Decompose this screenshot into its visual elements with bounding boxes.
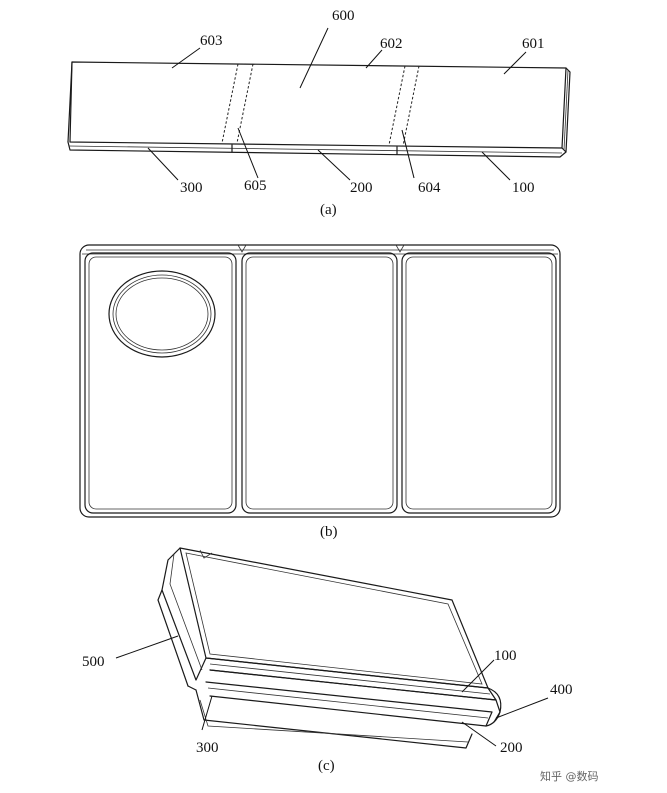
caption-a: (a): [320, 202, 337, 218]
label-200: 200: [350, 180, 373, 196]
label-100: 100: [512, 180, 535, 196]
bend-zone-605: [221, 63, 239, 144]
label-603: 603: [200, 33, 223, 49]
label-601: 601: [522, 36, 545, 52]
panel-b: (b): [79, 244, 561, 540]
layer-400: [209, 669, 501, 723]
camera-module: [108, 270, 216, 358]
caption-c: (c): [318, 758, 335, 774]
label-300: 300: [180, 180, 203, 196]
bend-zone-604b: [402, 65, 420, 147]
rear-outer-frame: [79, 244, 561, 518]
label-400: 400: [550, 682, 573, 698]
label-600: 600: [332, 8, 355, 24]
label-602: 602: [380, 36, 403, 52]
screen-surface-600: [69, 61, 567, 149]
layer-200: [205, 681, 493, 727]
label-605: 605: [244, 178, 267, 194]
watermark: 知乎 @数码: [540, 769, 599, 783]
panel-a: 600 603 602 601 300 605 200 604 100 (a): [67, 8, 571, 218]
rear-panel-right: [401, 252, 557, 514]
label-200c: 200: [500, 740, 523, 756]
label-500: 500: [82, 654, 105, 670]
folded-left-side: [161, 547, 207, 681]
rear-panel-left: [84, 252, 237, 514]
label-300c: 300: [196, 740, 219, 756]
caption-b: (b): [320, 524, 338, 540]
rear-panel-middle: [241, 252, 398, 514]
folded-top-face: [179, 547, 489, 689]
label-100c: 100: [494, 648, 517, 664]
hinge-400: [485, 687, 502, 727]
label-604: 604: [418, 180, 441, 196]
panel-c: 500 100 400 300 200 (c): [82, 547, 573, 774]
left-edge: [67, 61, 73, 143]
